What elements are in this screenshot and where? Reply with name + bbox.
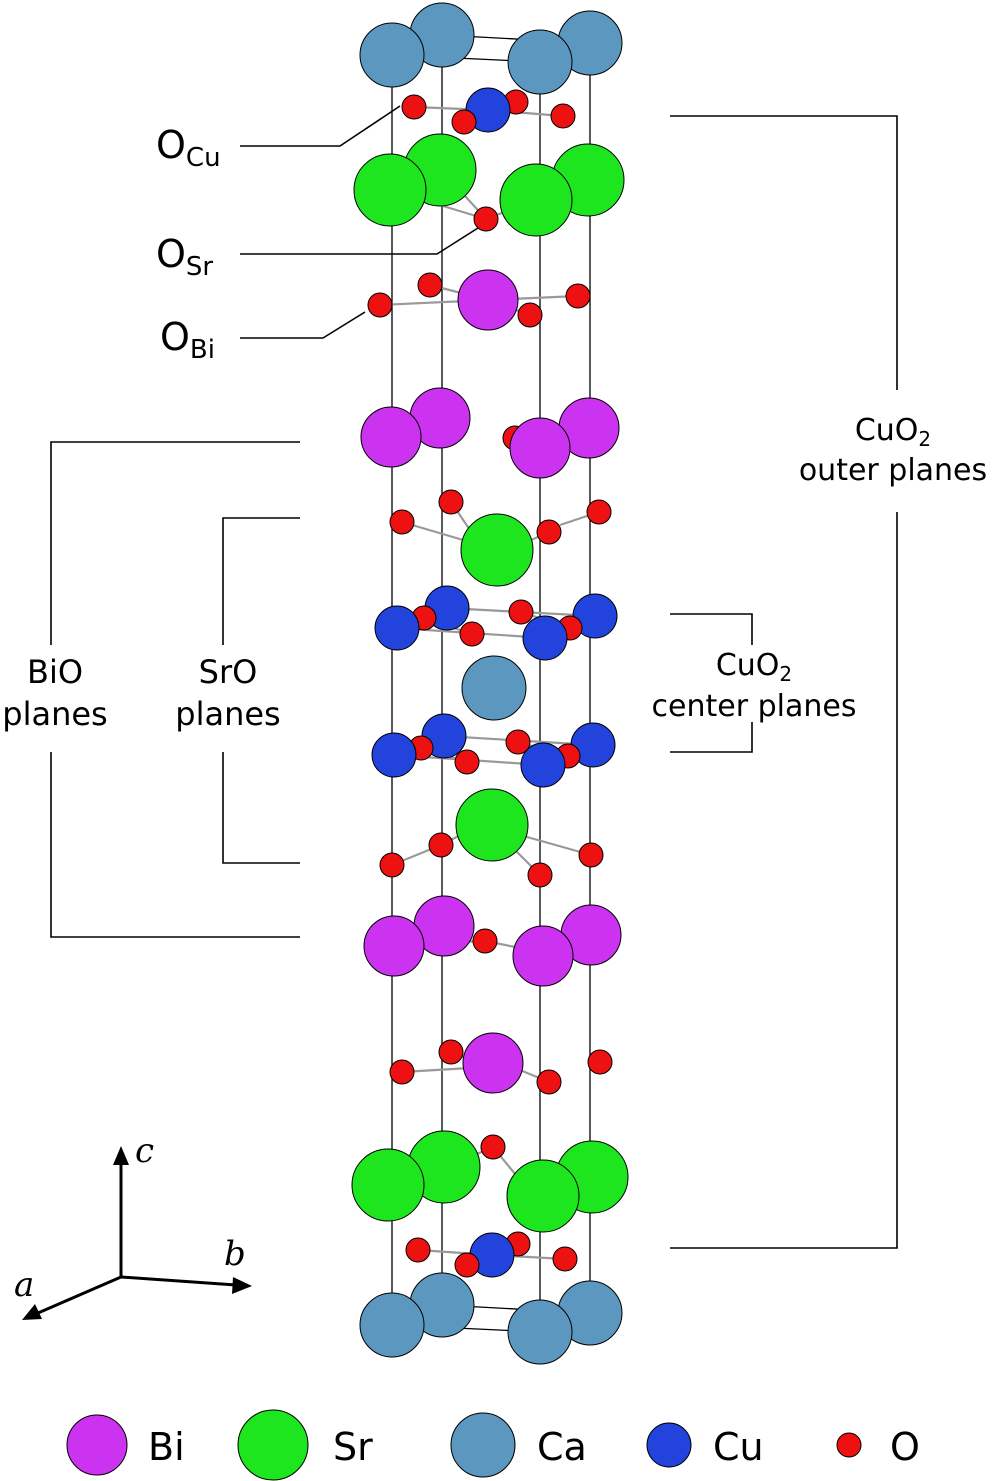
- atom-sr: [499, 163, 573, 237]
- o-bi-label: OBi: [160, 315, 215, 365]
- atom-o: [508, 599, 534, 625]
- atom-o: [389, 1059, 415, 1085]
- o-bi-leader: [240, 311, 366, 339]
- atom-o: [480, 1134, 506, 1160]
- b-axis-arrow: [120, 1275, 237, 1287]
- atom-o: [536, 519, 562, 545]
- b-axis-label: b: [224, 1234, 246, 1274]
- cuo2-outer-bracket-bottom: [670, 512, 898, 1249]
- atom-o: [473, 206, 499, 232]
- atom-sr: [460, 513, 534, 587]
- atom-o: [586, 499, 612, 525]
- atom-o: [389, 509, 415, 535]
- legend-sr-swatch: [237, 1409, 309, 1481]
- atom-o: [454, 1252, 480, 1278]
- cuo2-outer-bracket-top: [670, 115, 898, 390]
- atom-ca: [359, 22, 425, 88]
- atom-o: [472, 928, 498, 954]
- atom-sr: [351, 1148, 425, 1222]
- atom-cu: [371, 732, 417, 778]
- axis-triad: [22, 1146, 252, 1320]
- atom-o: [405, 1237, 431, 1263]
- atom-o: [552, 1246, 578, 1272]
- atom-sr: [506, 1159, 580, 1233]
- atom-o: [438, 1039, 464, 1065]
- a-axis-label: a: [14, 1265, 34, 1305]
- atom-o: [438, 489, 464, 515]
- atom-cu: [374, 605, 420, 651]
- legend: Bi Sr Ca Cu O: [66, 1409, 920, 1481]
- legend-sr-label: Sr: [333, 1425, 373, 1469]
- cuo2-center-bracket-top: [670, 613, 753, 645]
- atom-o: [401, 94, 427, 120]
- atom-o: [550, 103, 576, 129]
- bio-bracket-bottom: [50, 752, 300, 938]
- atom-o: [367, 292, 393, 318]
- atom-bi: [512, 925, 574, 987]
- legend-cu-label: Cu: [713, 1425, 764, 1469]
- atom-o: [536, 1069, 562, 1095]
- o-cu-leader: [240, 105, 401, 147]
- cuo2-center-bracket-bottom: [670, 722, 753, 753]
- atom-ca: [461, 655, 527, 721]
- sro-bracket-top: [222, 517, 300, 645]
- sro-bracket-bottom: [222, 752, 300, 864]
- atom-ca: [359, 1292, 425, 1358]
- a-axis-arrow: [37, 1275, 122, 1315]
- atom-bi: [509, 417, 571, 479]
- atom-o: [417, 272, 443, 298]
- atom-o: [451, 109, 477, 135]
- o-sr-label: OSr: [156, 232, 213, 282]
- atom-o: [527, 862, 553, 888]
- sro-planes-label-line2: planes: [175, 695, 280, 733]
- atom-o: [517, 302, 543, 328]
- bio-planes-label-line1: BiO: [27, 653, 83, 691]
- atom-ca: [507, 1299, 573, 1365]
- cuo2-outer-label-line1: CuO2: [855, 413, 931, 451]
- o-sr-leader: [240, 227, 479, 255]
- atom-o: [578, 842, 604, 868]
- atom-ca: [507, 29, 573, 95]
- atom-o: [565, 283, 591, 309]
- atom-bi: [462, 1032, 524, 1094]
- legend-bi-label: Bi: [148, 1425, 185, 1469]
- atom-sr: [455, 788, 529, 862]
- atom-o: [587, 1049, 613, 1075]
- legend-ca-label: Ca: [537, 1425, 587, 1469]
- o-cu-label: OCu: [156, 123, 221, 173]
- legend-ca-swatch: [450, 1412, 516, 1478]
- atom-cu: [522, 615, 568, 661]
- cuo2-center-label-line2: center planes: [652, 689, 857, 724]
- legend-bi-swatch: [66, 1414, 128, 1476]
- legend-o-label: O: [890, 1425, 920, 1469]
- sro-planes-label-line1: SrO: [199, 653, 258, 691]
- bio-bracket-top: [50, 441, 300, 645]
- atom-o: [459, 621, 485, 647]
- atom-o: [454, 749, 480, 775]
- c-axis-label: c: [135, 1131, 154, 1171]
- cuo2-center-label-line1: CuO2: [716, 648, 792, 686]
- atom-o: [379, 852, 405, 878]
- atom-bi: [360, 406, 422, 468]
- atom-sr: [353, 153, 427, 227]
- atom-bi: [457, 269, 519, 331]
- atom-bi: [363, 915, 425, 977]
- atom-cu: [520, 742, 566, 788]
- annotation-lines: [50, 105, 898, 1249]
- cuo2-outer-label-line2: outer planes: [799, 453, 987, 488]
- atom-o: [428, 832, 454, 858]
- atoms: [351, 2, 629, 1365]
- atom-o: [505, 729, 531, 755]
- legend-o-swatch: [836, 1432, 862, 1458]
- legend-cu-swatch: [646, 1422, 692, 1468]
- bio-planes-label-line2: planes: [2, 695, 107, 733]
